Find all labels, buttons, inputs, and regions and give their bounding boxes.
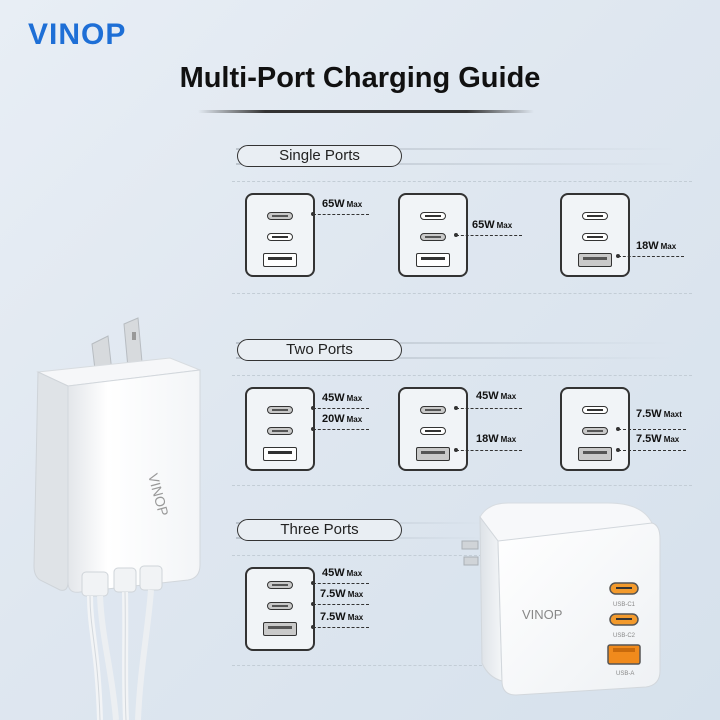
port-label-c2: USB-C2 xyxy=(613,633,636,639)
usb-a-port xyxy=(578,253,612,267)
row-divider xyxy=(232,181,692,182)
lead-line xyxy=(618,450,686,451)
lead-line xyxy=(456,408,522,409)
usb-c1-port xyxy=(267,406,293,414)
usb-c2-port xyxy=(267,233,293,241)
usb-a-port xyxy=(578,447,612,461)
usb-c2-port xyxy=(267,602,293,610)
charger-diagram xyxy=(245,567,315,651)
charger-diagram xyxy=(398,193,468,277)
product-brand-print: VINOP xyxy=(522,607,562,622)
usb-c1-port xyxy=(267,212,293,220)
row-divider xyxy=(232,555,482,556)
usb-c1-port xyxy=(420,212,446,220)
page-title: Multi-Port Charging Guide xyxy=(179,62,541,94)
usb-c2-port xyxy=(420,233,446,241)
usb-a-port-photo xyxy=(607,644,641,665)
section-label-single-ports: Single Ports xyxy=(237,145,402,167)
lead-line xyxy=(618,429,686,430)
usb-c1-port xyxy=(582,406,608,414)
charger-diagram xyxy=(560,193,630,277)
lead-line xyxy=(313,583,369,584)
section-stripe xyxy=(236,342,676,344)
lead-line xyxy=(313,214,369,215)
usb-a-port xyxy=(416,253,450,267)
usb-c2-port xyxy=(420,427,446,435)
charger-diagram xyxy=(245,387,315,471)
lead-line xyxy=(456,235,522,236)
lead-line xyxy=(618,256,684,257)
lead-line xyxy=(313,627,369,628)
usb-a-port xyxy=(263,253,297,267)
usb-c1-port xyxy=(267,581,293,589)
usb-a-port xyxy=(263,622,297,636)
brand-logo: VINOP xyxy=(28,18,127,51)
lead-line xyxy=(313,408,369,409)
row-divider xyxy=(232,485,692,486)
section-label-two-ports: Two Ports xyxy=(237,339,402,361)
row-divider xyxy=(232,293,692,294)
section-stripe xyxy=(236,148,676,150)
lead-line xyxy=(456,450,522,451)
charger-diagram xyxy=(245,193,315,277)
charger-front-photo: VINOP USB-C1 USB-C2 USB-A xyxy=(461,502,661,696)
row-divider xyxy=(232,665,482,666)
usb-c2-port xyxy=(582,233,608,241)
usb-c2-port xyxy=(267,427,293,435)
lead-line xyxy=(313,429,369,430)
port-label-c1: USB-C1 xyxy=(613,602,636,608)
section-stripe xyxy=(236,357,676,359)
charger-diagram xyxy=(560,387,630,471)
section-stripe xyxy=(236,163,676,165)
usb-a-port xyxy=(416,447,450,461)
port-label-a: USB-A xyxy=(616,671,634,677)
usb-c2-port xyxy=(582,427,608,435)
charger-side-photo: VINOP xyxy=(33,317,201,720)
charger-diagram xyxy=(398,387,468,471)
row-divider xyxy=(232,375,692,376)
title-underline xyxy=(198,110,534,113)
section-label-three-ports: Three Ports xyxy=(237,519,402,541)
lead-line xyxy=(313,604,369,605)
usb-c1-port xyxy=(420,406,446,414)
usb-a-port xyxy=(263,447,297,461)
usb-c1-port xyxy=(582,212,608,220)
